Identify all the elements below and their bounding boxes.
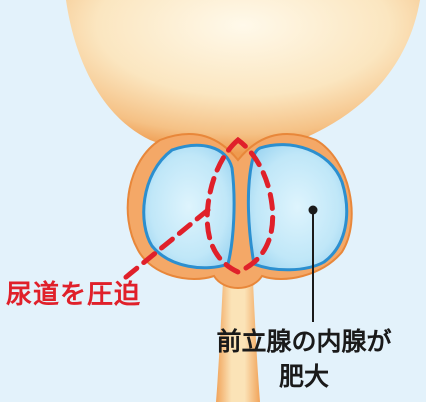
inner-gland-label-line1: 前立腺の内腺が bbox=[216, 327, 392, 356]
inner-gland-label: 前立腺の内腺が 肥大 bbox=[186, 324, 422, 394]
urethra-pointer-line bbox=[117, 207, 211, 285]
urethra-compressed-label: 尿道を圧迫 bbox=[6, 280, 142, 310]
inner-gland-label-line2: 肥大 bbox=[278, 362, 329, 391]
bladder bbox=[66, 0, 420, 170]
urethra bbox=[216, 260, 260, 402]
right-lobe bbox=[246, 143, 349, 272]
compressed-urethra-outline bbox=[204, 136, 276, 275]
